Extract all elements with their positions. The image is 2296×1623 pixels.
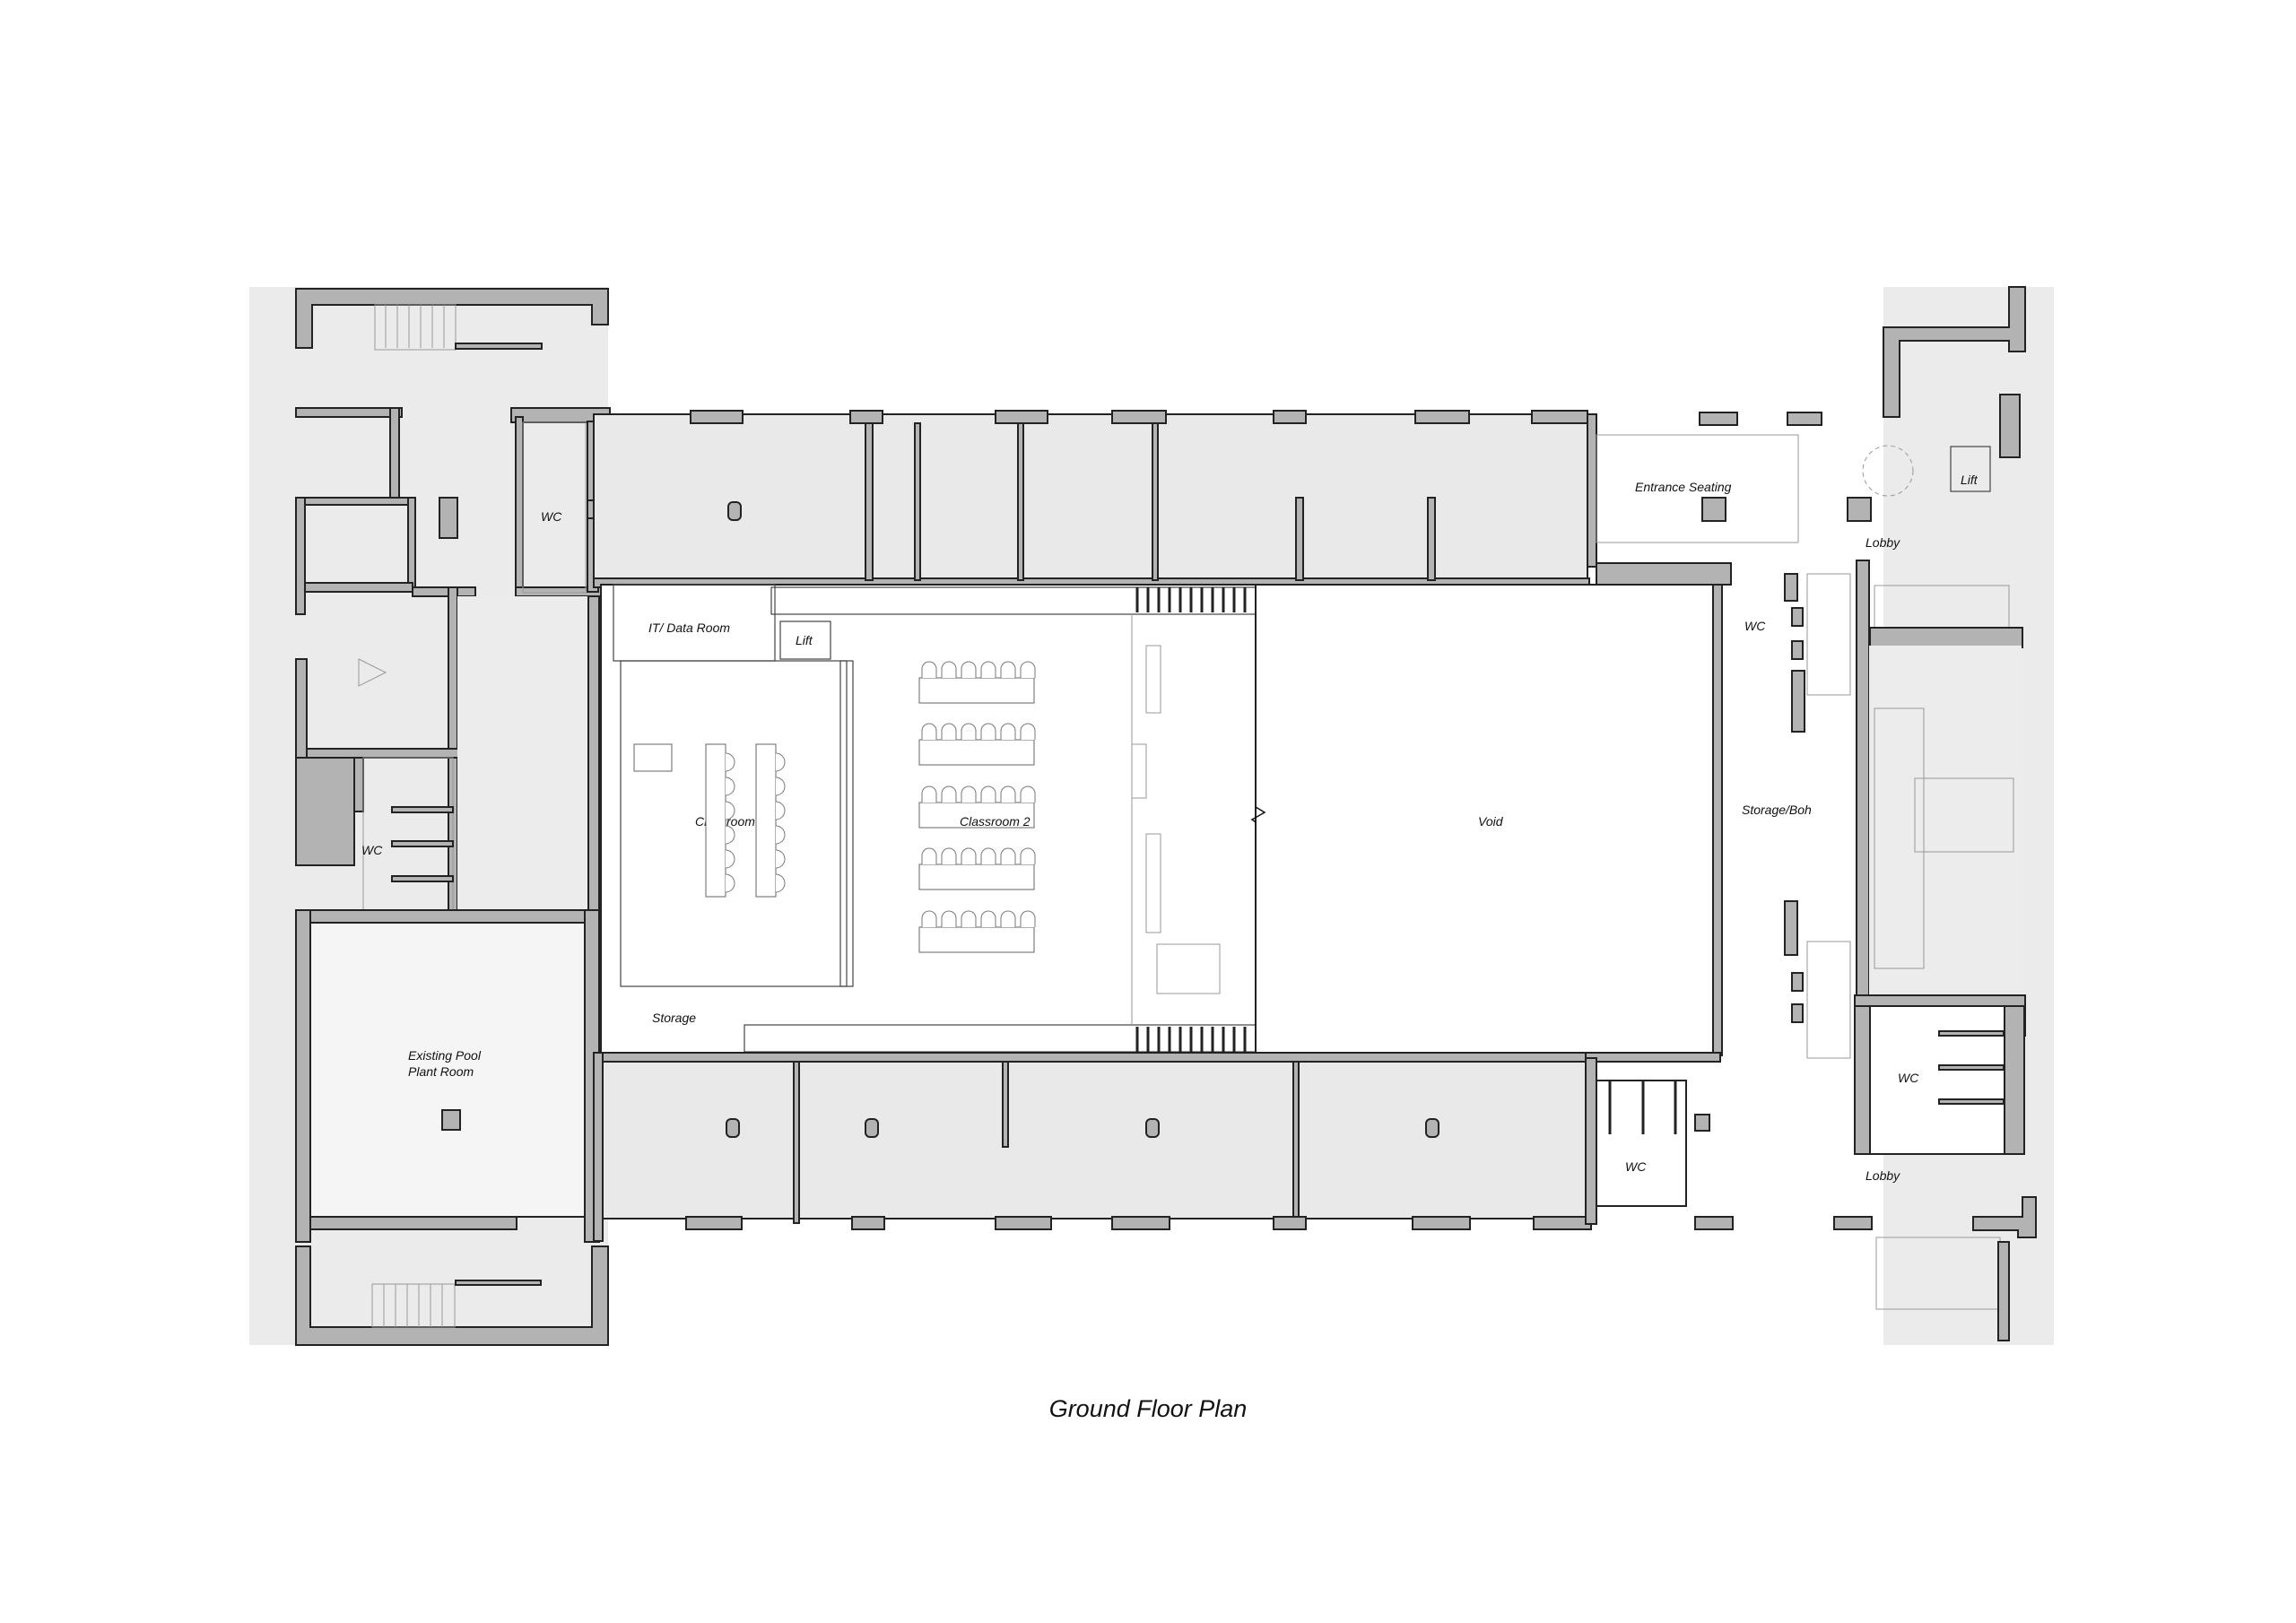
room-label-void: Void bbox=[1478, 814, 1504, 829]
top-room-strip bbox=[593, 410, 1590, 588]
room-label-storage-boh: Storage/Boh bbox=[1742, 803, 1812, 817]
room-label-wc-right-bottom: WC bbox=[1898, 1071, 1919, 1085]
room-label-lobby-bottom: Lobby bbox=[1866, 1168, 1900, 1183]
room-label-pool-plant-line2: Plant Room bbox=[408, 1064, 474, 1079]
room-label-wc-right-top: WC bbox=[1744, 619, 1766, 633]
left-wing: WC WC Existing Pool Plant Room bbox=[295, 288, 611, 1346]
room-label-storage: Storage bbox=[652, 1011, 696, 1025]
drawing-title: Ground Floor Plan bbox=[1048, 1395, 1248, 1422]
bottom-room-strip bbox=[593, 1052, 1599, 1242]
room-label-pool-plant-line1: Existing Pool bbox=[408, 1048, 482, 1063]
room-label-lift-right: Lift bbox=[1961, 473, 1979, 487]
classroom-2-desks bbox=[918, 661, 1036, 953]
room-label-wc-bottom-center: WC bbox=[1625, 1159, 1647, 1174]
room-label-wc-left: WC bbox=[361, 843, 383, 857]
room-label-lift-center: Lift bbox=[796, 633, 813, 647]
room-label-entrance-seating: Entrance Seating bbox=[1635, 480, 1732, 494]
right-wing: Entrance Seating Lift Lobby WC Storage/B… bbox=[1585, 286, 2037, 1341]
room-label-classroom-2: Classroom 2 bbox=[960, 814, 1031, 829]
room-label-lobby-top: Lobby bbox=[1866, 535, 1900, 550]
room-label-wc-top-left: WC bbox=[541, 509, 562, 524]
center-block: IT/ Data Room Lift Classroom 1 bbox=[600, 584, 1723, 1054]
room-label-it-data-room: IT/ Data Room bbox=[648, 621, 730, 635]
